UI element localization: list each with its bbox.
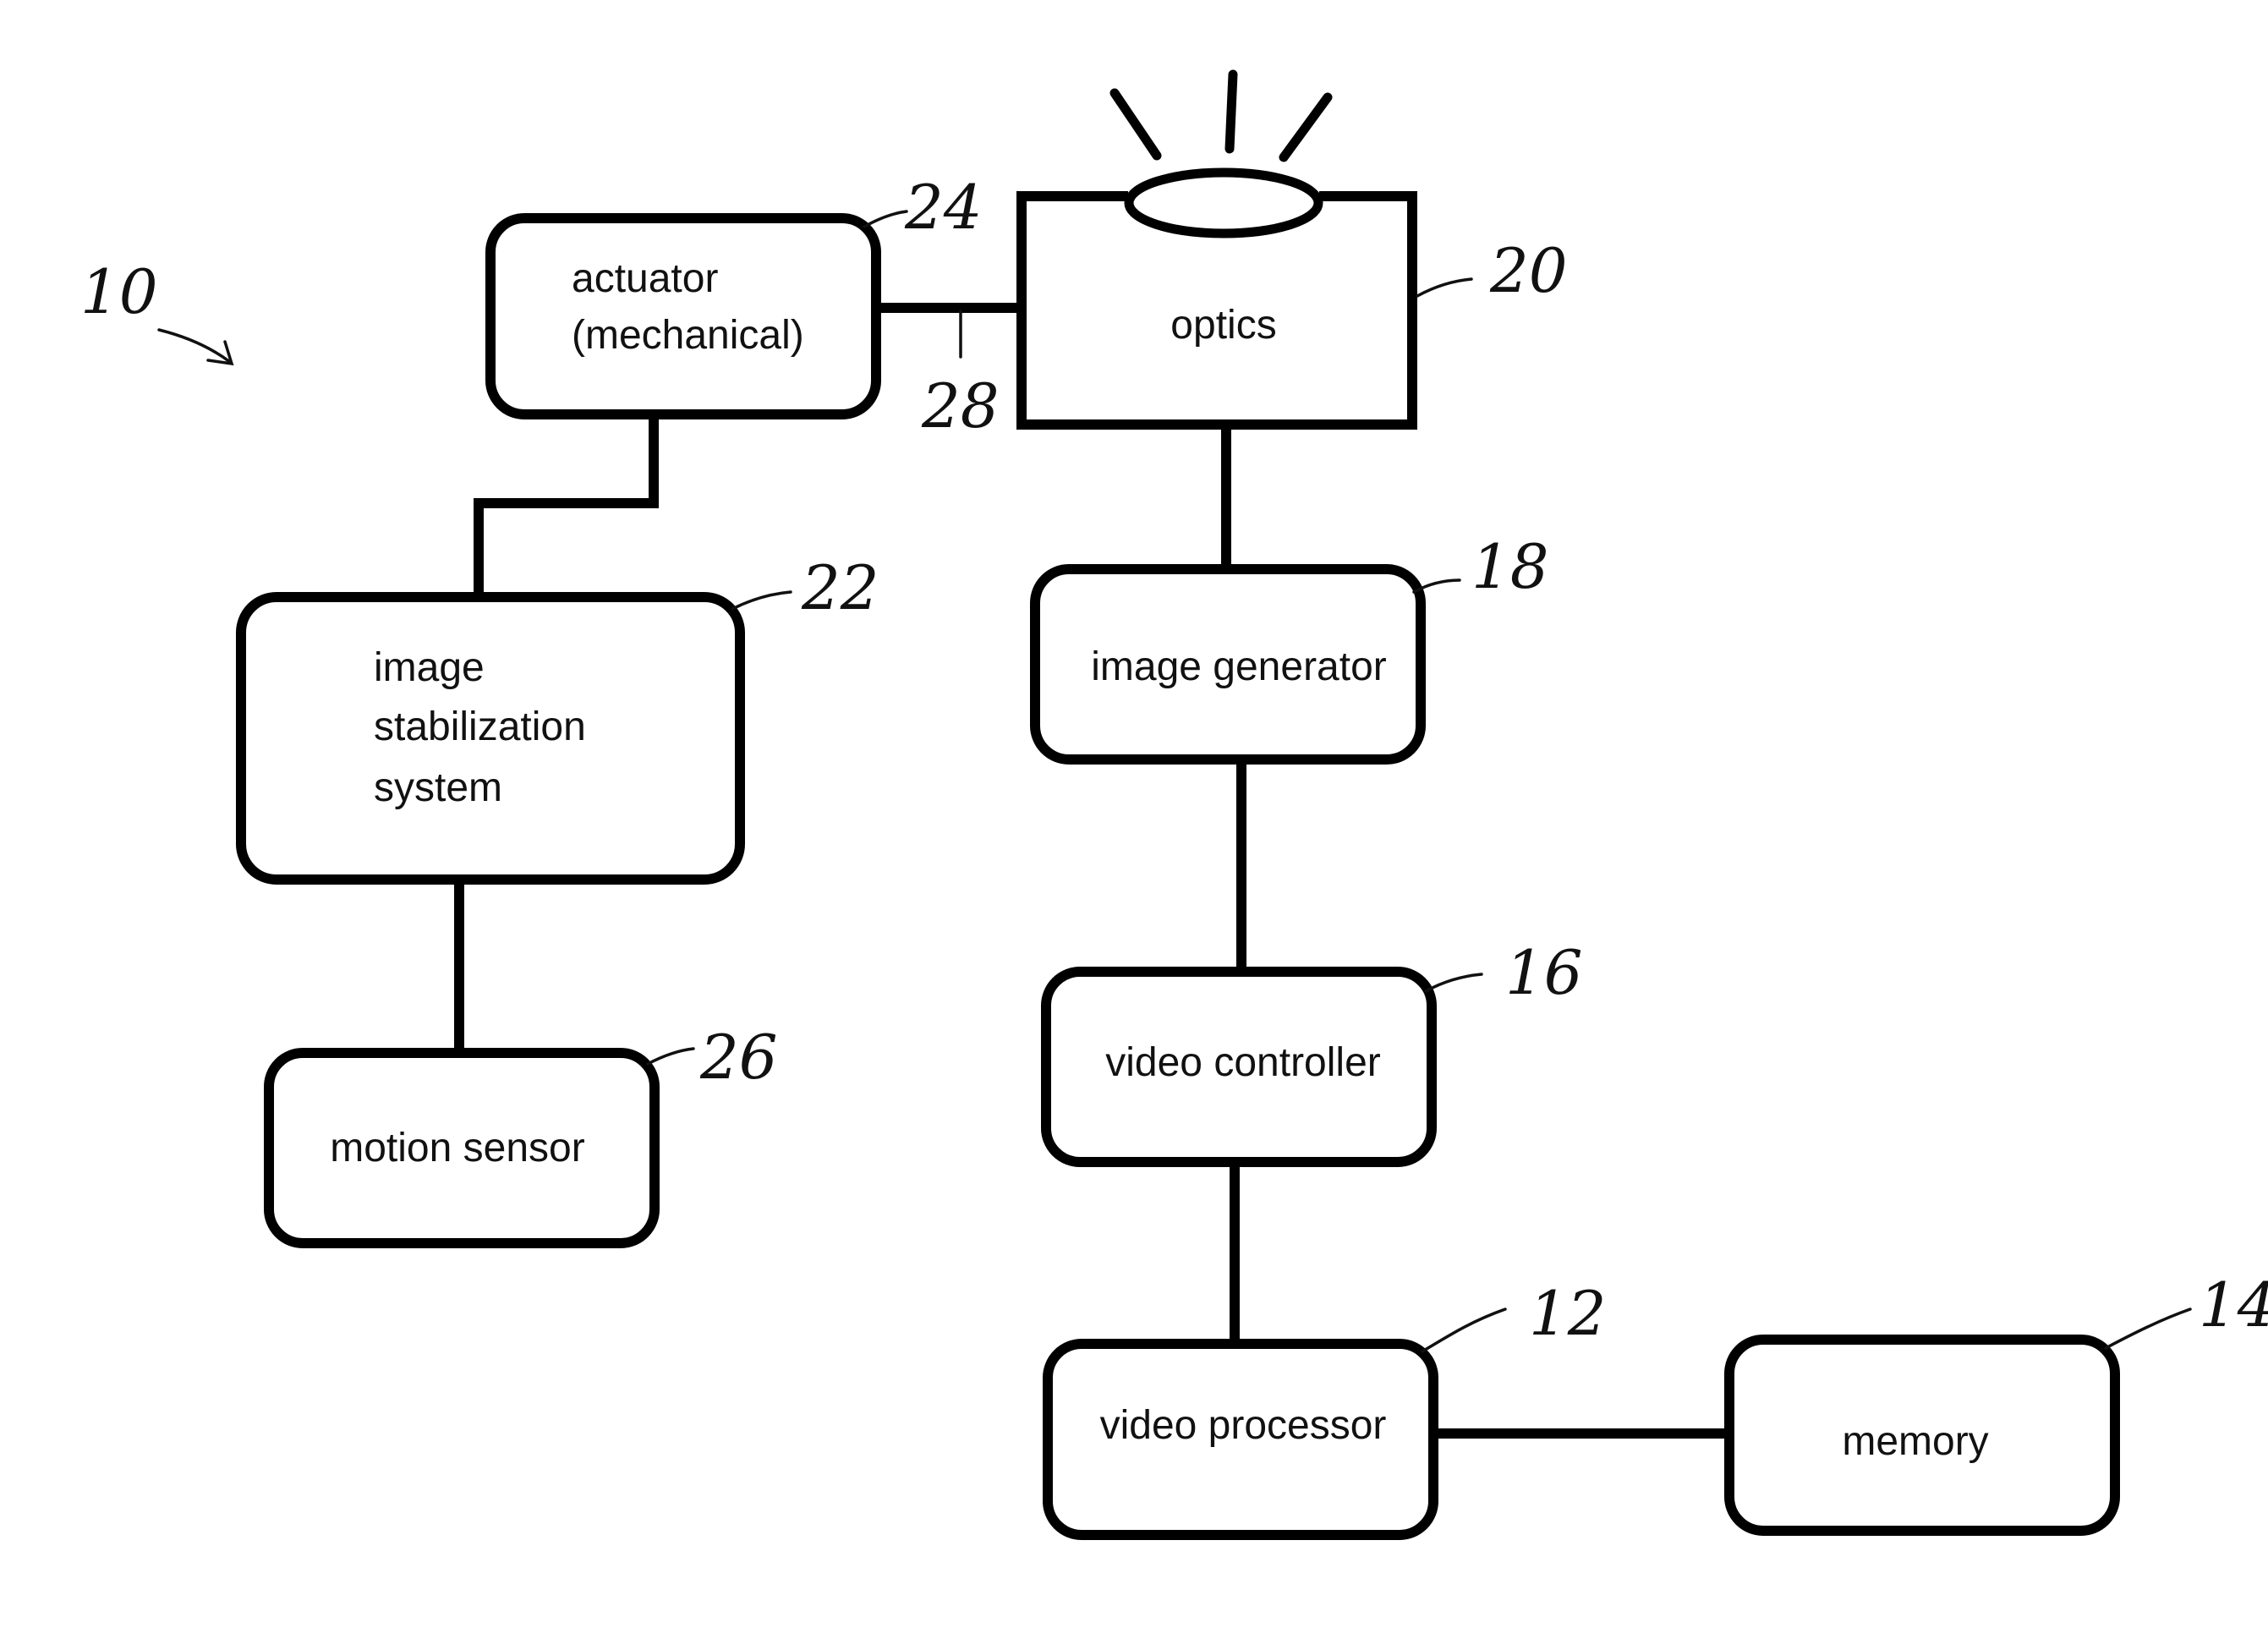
wire-actuator-stabilization: [479, 414, 654, 597]
video-controller-label: video controller: [1105, 1040, 1381, 1085]
arrow-icon: [159, 330, 232, 364]
optics-label: optics: [1170, 303, 1276, 348]
ref-10: 10: [80, 256, 158, 327]
leader-14: [2106, 1309, 2190, 1348]
image-stabilization-label-line-3: system: [374, 765, 502, 810]
memory-block: memory: [1729, 1340, 2115, 1531]
ref-14: 14: [2199, 1269, 2268, 1340]
leader-22: [732, 592, 791, 609]
image-stabilization-block: image stabilization system: [241, 597, 740, 880]
leader-16: [1426, 974, 1482, 991]
image-generator-block: image generator: [1035, 569, 1421, 759]
ref-28: 28: [921, 370, 1000, 441]
leader-26: [648, 1049, 693, 1064]
light-ray-right: [1284, 97, 1328, 157]
lens-icon: [1129, 173, 1318, 233]
ref-16: 16: [1505, 937, 1583, 1008]
ref-22: 22: [801, 552, 879, 623]
actuator-block: actuator (mechanical): [490, 218, 876, 414]
image-stabilization-label-line-1: image: [374, 645, 485, 690]
ref-26: 26: [699, 1022, 778, 1093]
video-controller-block: video controller: [1046, 972, 1432, 1162]
light-ray-center: [1230, 74, 1233, 149]
motion-sensor-label: motion sensor: [330, 1126, 584, 1170]
optics-block: optics: [1022, 173, 1412, 425]
video-processor-label: video processor: [1100, 1403, 1387, 1448]
light-ray-left: [1115, 93, 1157, 156]
ref-20: 20: [1489, 235, 1568, 306]
memory-label: memory: [1842, 1419, 1988, 1464]
image-stabilization-label-line-2: stabilization: [374, 704, 586, 749]
motion-sensor-block: motion sensor: [269, 1053, 655, 1243]
ref-24: 24: [904, 172, 983, 243]
actuator-label-line-1: actuator: [572, 256, 718, 301]
light-source: [1115, 74, 1328, 157]
video-processor-block: video processor: [1048, 1344, 1433, 1535]
ref-18: 18: [1471, 531, 1549, 602]
actuator-label-line-2: (mechanical): [572, 313, 804, 358]
ref-12: 12: [1529, 1278, 1607, 1349]
image-generator-label: image generator: [1091, 644, 1387, 689]
leader-12: [1422, 1309, 1505, 1351]
leader-20: [1417, 279, 1471, 296]
leader-24: [864, 211, 907, 227]
